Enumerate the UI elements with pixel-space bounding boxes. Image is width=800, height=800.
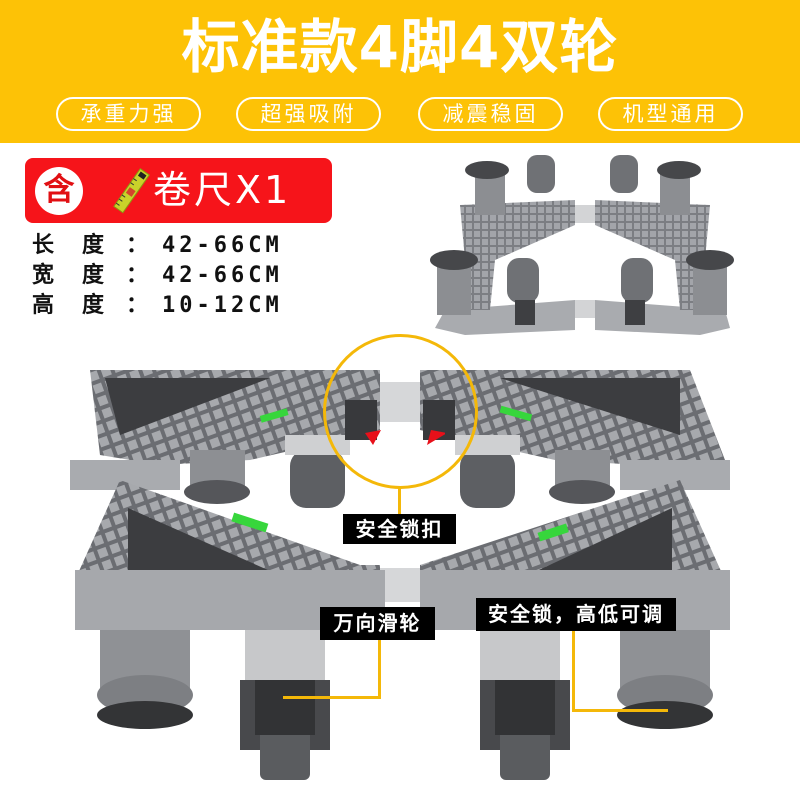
spec-row-height: 高度：10-12CM	[32, 293, 283, 318]
tape-measure-icon	[113, 168, 150, 214]
spec-value: 42-66CM	[162, 263, 283, 288]
header-banner: 标准款4脚4双轮 承重力强 超强吸附 减震稳固 机型通用	[0, 0, 800, 143]
callout-line	[378, 640, 381, 698]
spec-value: 42-66CM	[162, 233, 283, 258]
label-safety-buckle: 安全锁扣	[343, 514, 456, 544]
callout-line	[572, 709, 668, 712]
feature-pill: 减震稳固	[418, 97, 563, 131]
feature-pill: 承重力强	[56, 97, 201, 131]
callout-line	[398, 488, 401, 514]
feature-pill: 超强吸附	[236, 97, 381, 131]
spec-row-width: 宽度：42-66CM	[32, 263, 283, 288]
spec-value: 10-12CM	[162, 293, 283, 318]
safety-buckle-highlight	[323, 334, 478, 489]
callout-line	[283, 696, 381, 699]
label-caster: 万向滑轮	[320, 607, 435, 640]
feature-pills: 承重力强 超强吸附 减震稳固 机型通用	[0, 97, 800, 133]
callout-line	[572, 631, 575, 711]
product-image-main	[70, 370, 730, 780]
included-circle: 含	[35, 167, 83, 215]
product-image-overview	[430, 155, 734, 335]
feature-pill: 机型通用	[598, 97, 743, 131]
badge-text: 卷尺X1	[153, 168, 292, 212]
included-accessory-badge: 含 卷尺X1	[25, 158, 332, 223]
dimension-specs: 长度：42-66CM 宽度：42-66CM 高度：10-12CM	[32, 231, 283, 321]
page-title: 标准款4脚4双轮	[181, 13, 619, 81]
spec-row-length: 长度：42-66CM	[32, 233, 283, 258]
red-arrow-icons	[365, 430, 445, 445]
label-adjustable-lock: 安全锁，高低可调	[476, 598, 676, 631]
